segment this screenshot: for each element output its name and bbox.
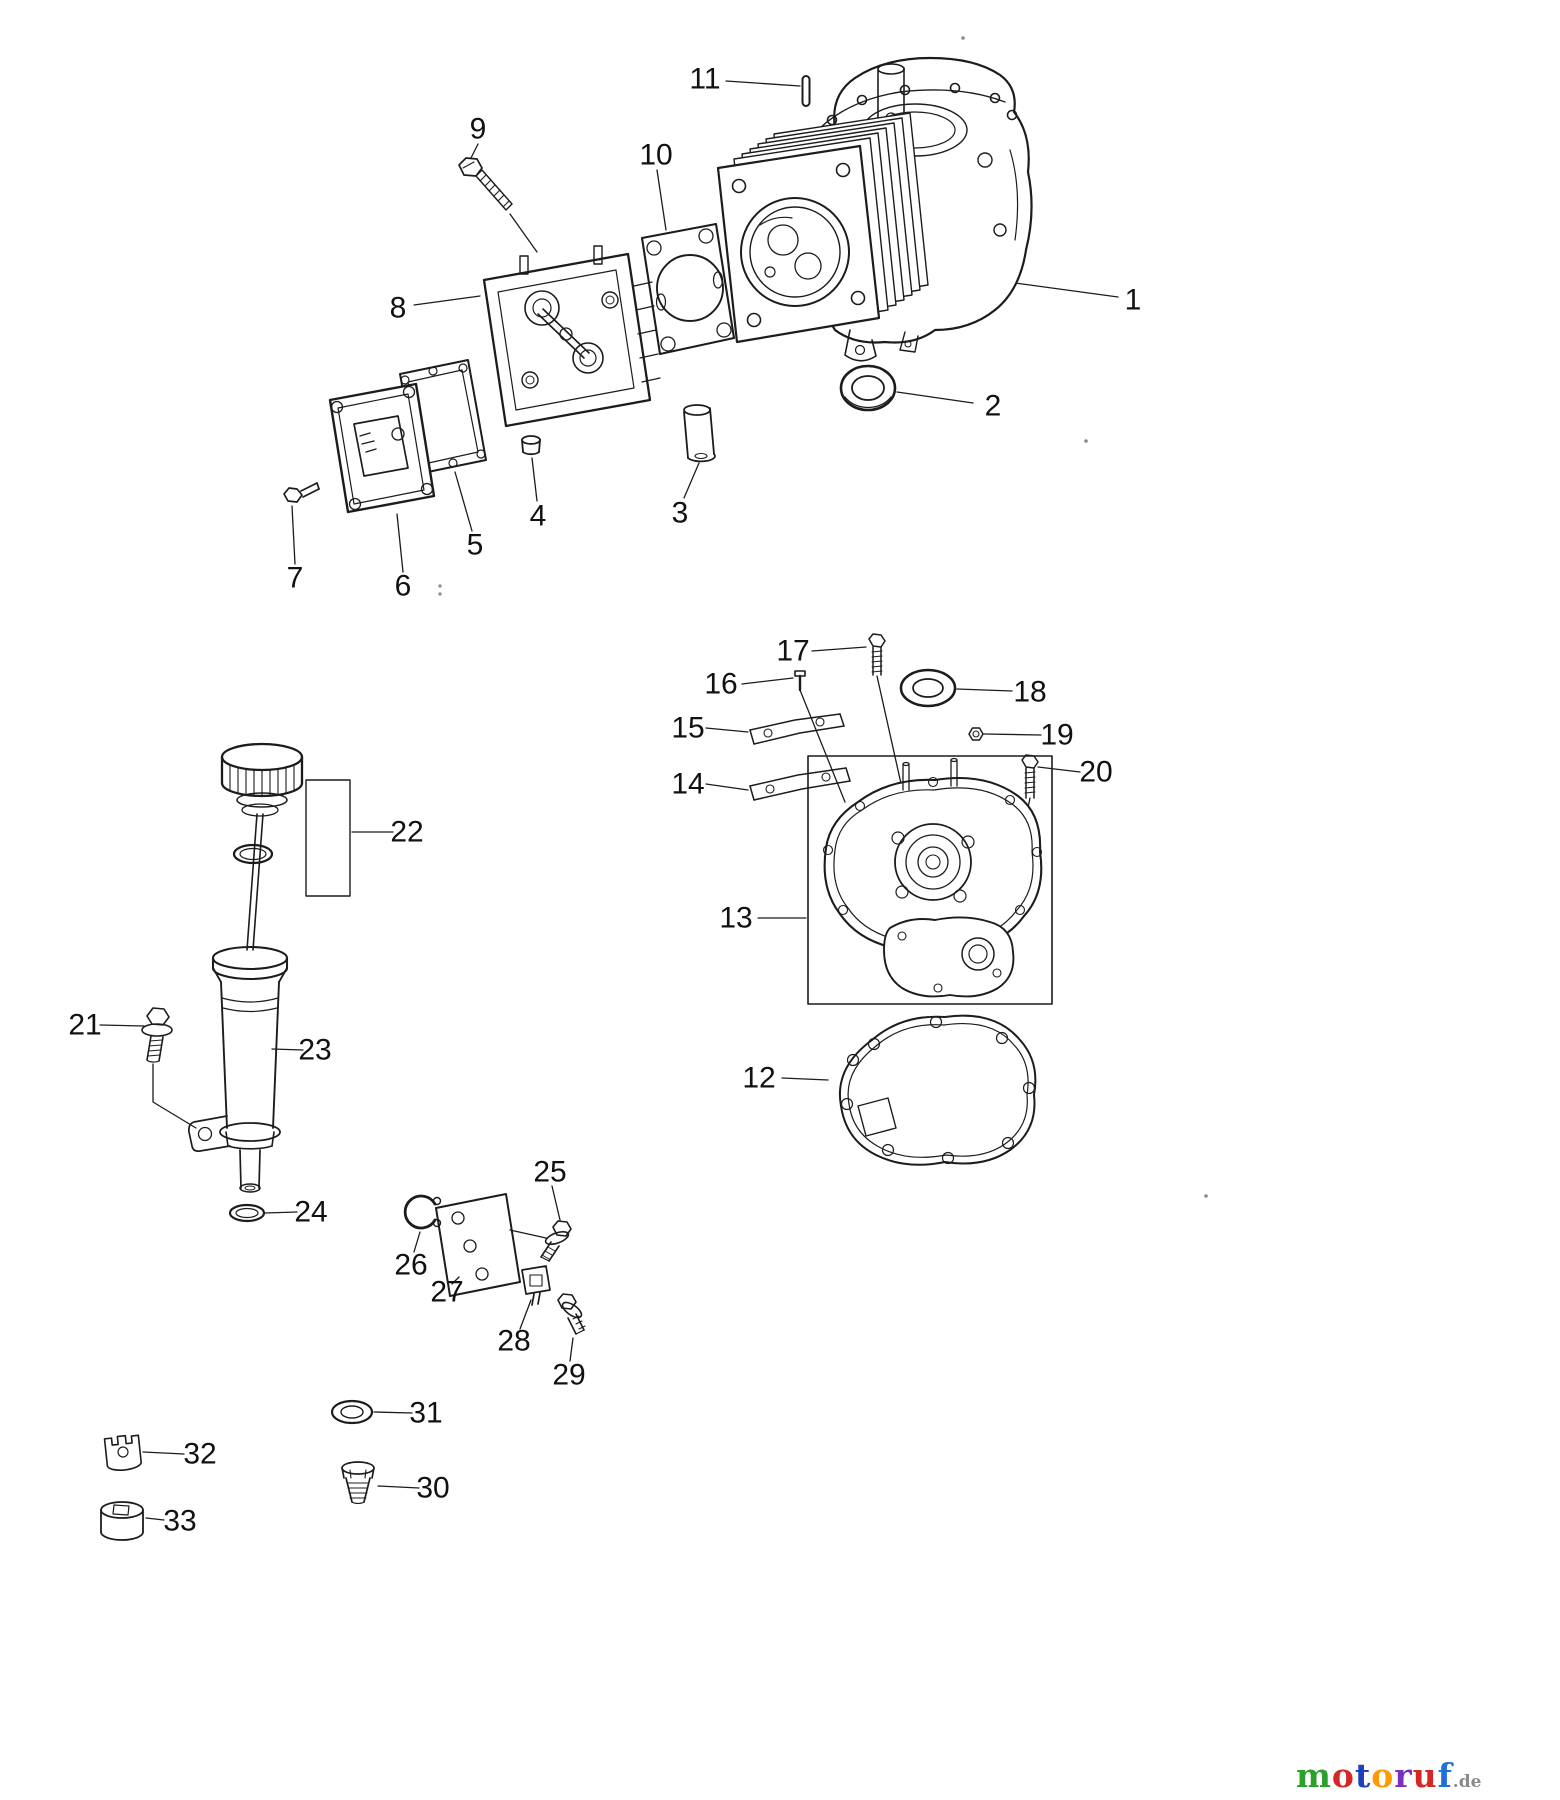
- callout-24: 24: [294, 1196, 327, 1229]
- callout-labels: 1234567891011121314151617181920212223242…: [68, 63, 1141, 1538]
- dipstick-o-ring: [232, 843, 274, 865]
- callout-27: 27: [430, 1276, 463, 1309]
- callout-20: 20: [1079, 756, 1112, 789]
- callout-19: 19: [1040, 719, 1073, 752]
- callout-2: 2: [985, 390, 1002, 423]
- callout-11: 11: [689, 63, 720, 96]
- callout-13: 13: [719, 902, 752, 935]
- oil-fill-tube-drawing: [188, 945, 289, 1193]
- tube-drawing: [683, 404, 716, 463]
- nut-drawing: [968, 727, 984, 741]
- seal-ring-drawing: [899, 668, 957, 708]
- watermark-letter: o: [1331, 1756, 1355, 1795]
- watermark-motoruf: motoruf.de: [1296, 1756, 1481, 1795]
- flange-bolt-29-drawing: [557, 1293, 586, 1335]
- callout-5: 5: [467, 529, 484, 562]
- small-screw-drawing: [794, 670, 806, 692]
- snap-ring-drawing: [403, 1194, 442, 1230]
- callout-17: 17: [776, 635, 809, 668]
- oil-seal-drawing: [839, 364, 897, 412]
- callout-14: 14: [671, 768, 704, 801]
- watermark-letter: o: [1371, 1756, 1395, 1795]
- callout-3: 3: [672, 497, 689, 530]
- flange-bolt-21-drawing: [141, 1007, 173, 1063]
- dipstick-bracket-box: [305, 779, 351, 897]
- cover-bolt-drawing: [283, 482, 320, 503]
- pin-drawing: [801, 75, 811, 107]
- bushing-cup-drawing: [100, 1501, 144, 1541]
- drain-plug-drawing: [341, 1461, 375, 1505]
- callout-4: 4: [530, 500, 547, 533]
- pan-bolt-17-drawing: [868, 633, 886, 676]
- o-ring-drawing: [228, 1203, 266, 1223]
- callout-18: 18: [1013, 676, 1046, 709]
- watermark-letter: f: [1437, 1756, 1453, 1795]
- callout-32: 32: [183, 1438, 216, 1471]
- callout-1: 1: [1125, 284, 1142, 317]
- flange-bolt-25-drawing: [540, 1220, 572, 1262]
- shim-plate-14-drawing: [749, 767, 851, 801]
- callout-26: 26: [394, 1249, 427, 1282]
- callout-31: 31: [409, 1397, 442, 1430]
- callout-21: 21: [68, 1009, 101, 1042]
- crankcase-cylinder-drawing: [716, 56, 1033, 362]
- callout-16: 16: [704, 668, 737, 701]
- watermark-suffix: .de: [1452, 1772, 1482, 1792]
- callout-9: 9: [470, 113, 487, 146]
- oil-pan-assembly-drawing: [807, 755, 1053, 1005]
- washer-drawing: [330, 1399, 374, 1425]
- callout-23: 23: [298, 1034, 331, 1067]
- head-bolt-drawing: [458, 157, 513, 211]
- callout-12: 12: [742, 1062, 775, 1095]
- callout-25: 25: [533, 1156, 566, 1189]
- coupling-drawing: [103, 1434, 142, 1471]
- pan-bolt-20-drawing: [1021, 754, 1039, 799]
- watermark-letter: r: [1394, 1756, 1413, 1795]
- watermark-text: motoruf: [1296, 1756, 1453, 1795]
- callout-15: 15: [671, 712, 704, 745]
- callout-8: 8: [390, 292, 407, 325]
- callout-29: 29: [552, 1359, 585, 1392]
- cylinder-head-drawing: [482, 245, 661, 428]
- pan-gasket-drawing: [839, 1014, 1037, 1166]
- head-gasket-drawing: [640, 222, 736, 356]
- valve-cover-drawing: [328, 382, 436, 514]
- watermark-letter: t: [1354, 1756, 1372, 1795]
- cap-nut-drawing: [521, 435, 541, 456]
- callout-30: 30: [416, 1472, 449, 1505]
- callout-28: 28: [497, 1325, 530, 1358]
- callout-22: 22: [390, 816, 423, 849]
- callout-33: 33: [163, 1505, 196, 1538]
- callout-10: 10: [639, 139, 672, 172]
- bracket-plate-drawing: [435, 1193, 521, 1297]
- callout-7: 7: [287, 562, 304, 595]
- callout-6: 6: [395, 570, 412, 603]
- dipstick-drawing: [220, 742, 351, 951]
- watermark-letter: m: [1296, 1756, 1332, 1795]
- watermark-letter: u: [1412, 1756, 1438, 1795]
- scan-specks: [438, 36, 1208, 1198]
- shim-plate-15-drawing: [749, 713, 845, 745]
- clamp-drawing: [521, 1265, 551, 1306]
